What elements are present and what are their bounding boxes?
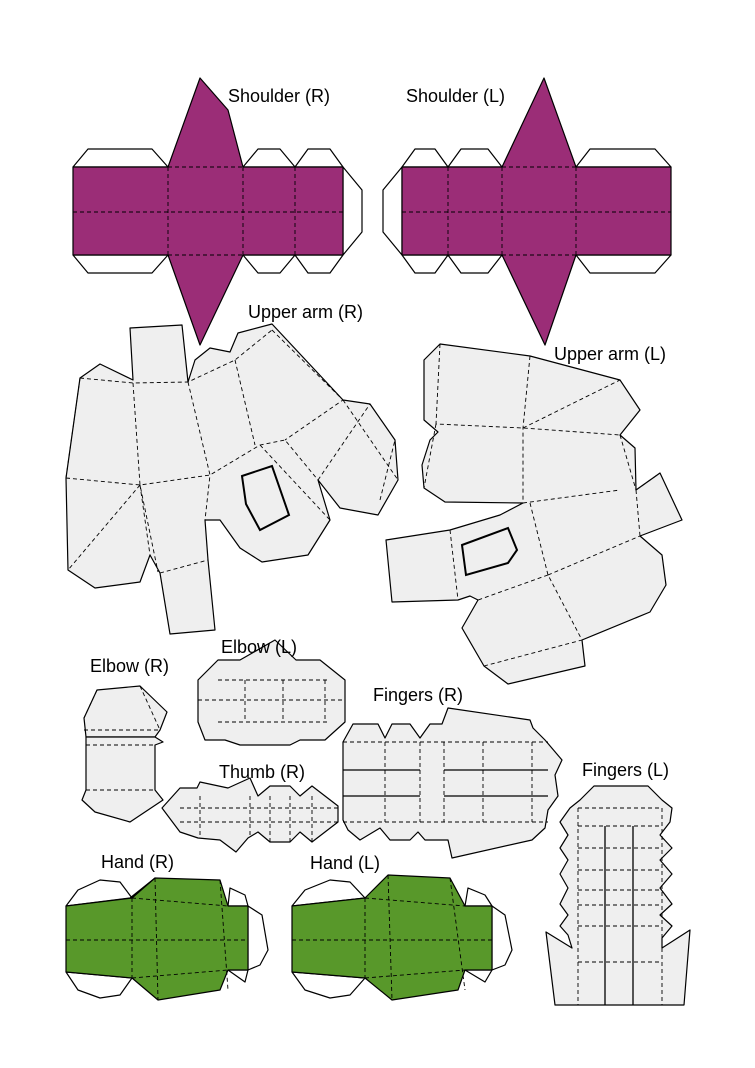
label-upper-arm-r: Upper arm (R) (248, 302, 363, 322)
hand-r-piece (65, 877, 269, 1001)
thumb-r-piece (161, 777, 339, 853)
label-thumb-r: Thumb (R) (219, 762, 305, 782)
label-hand-l: Hand (L) (310, 853, 380, 873)
label-hand-r: Hand (R) (101, 852, 174, 872)
hand-l-piece (291, 874, 513, 1001)
label-fingers-r: Fingers (R) (373, 685, 463, 705)
upper-arm-r-piece (65, 323, 399, 635)
shoulder-l-piece (382, 77, 672, 346)
shoulder-r-piece (72, 77, 363, 346)
label-upper-arm-l: Upper arm (L) (554, 344, 666, 364)
fingers-r-piece (342, 707, 563, 859)
elbow-r-piece (81, 685, 168, 823)
upper-arm-l-piece (385, 343, 683, 685)
label-elbow-r: Elbow (R) (90, 656, 169, 676)
label-shoulder-l: Shoulder (L) (406, 86, 505, 106)
label-shoulder-r: Shoulder (R) (228, 86, 330, 106)
elbow-l-piece (197, 639, 346, 746)
label-fingers-l: Fingers (L) (582, 760, 669, 780)
label-elbow-l: Elbow (L) (221, 637, 297, 657)
fingers-l-piece (545, 785, 691, 1006)
